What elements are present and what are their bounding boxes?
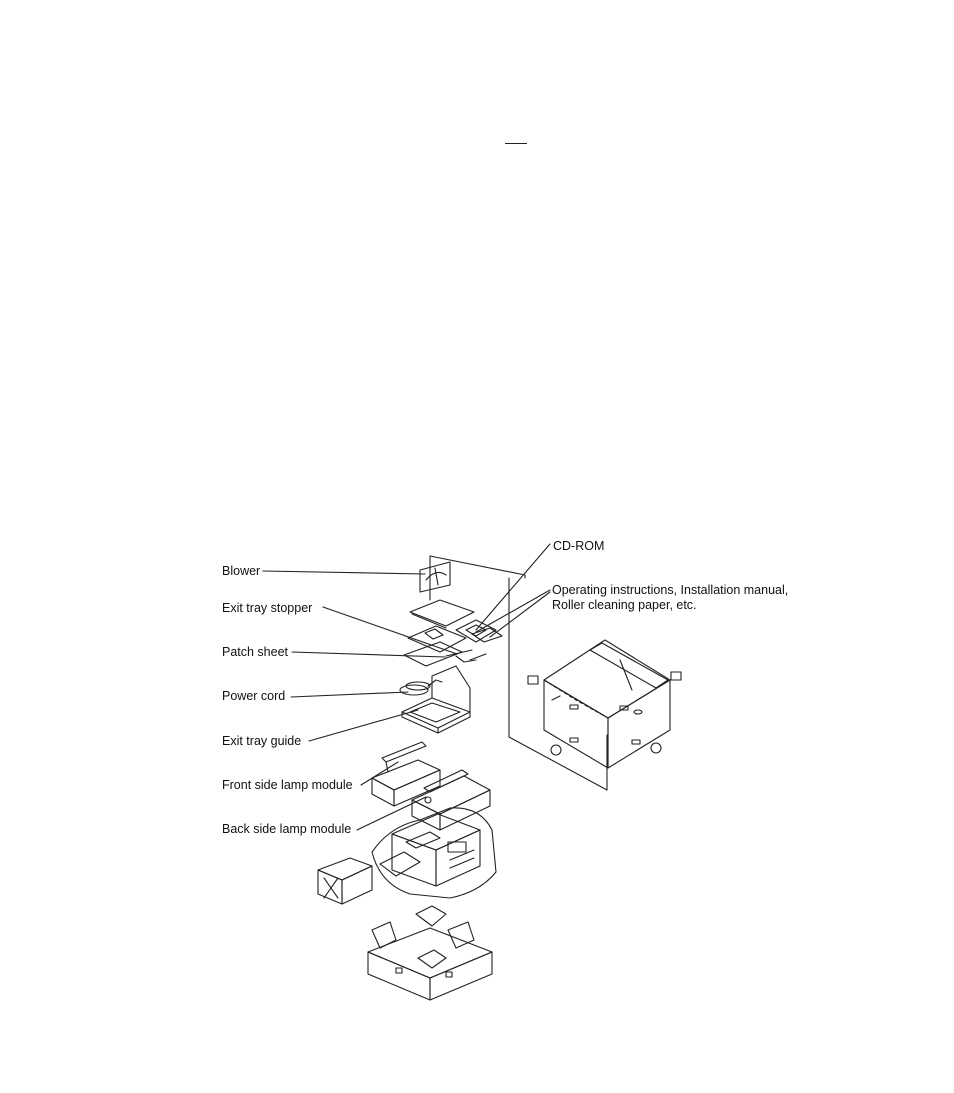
side-cushion-part [318, 858, 372, 904]
cd-rom-box [456, 620, 496, 642]
bottom-tray-part [368, 906, 492, 1000]
power-cord-part [400, 680, 442, 695]
back-lamp-module-part [412, 770, 490, 830]
back-panel [430, 556, 607, 790]
blower-part [420, 562, 450, 592]
accessory-bag-1 [410, 600, 474, 628]
front-lamp-module-part [372, 742, 440, 806]
patch-sheet-part [404, 642, 486, 666]
exit-tray-guide-part [402, 666, 470, 733]
main-unit-part [372, 808, 496, 898]
